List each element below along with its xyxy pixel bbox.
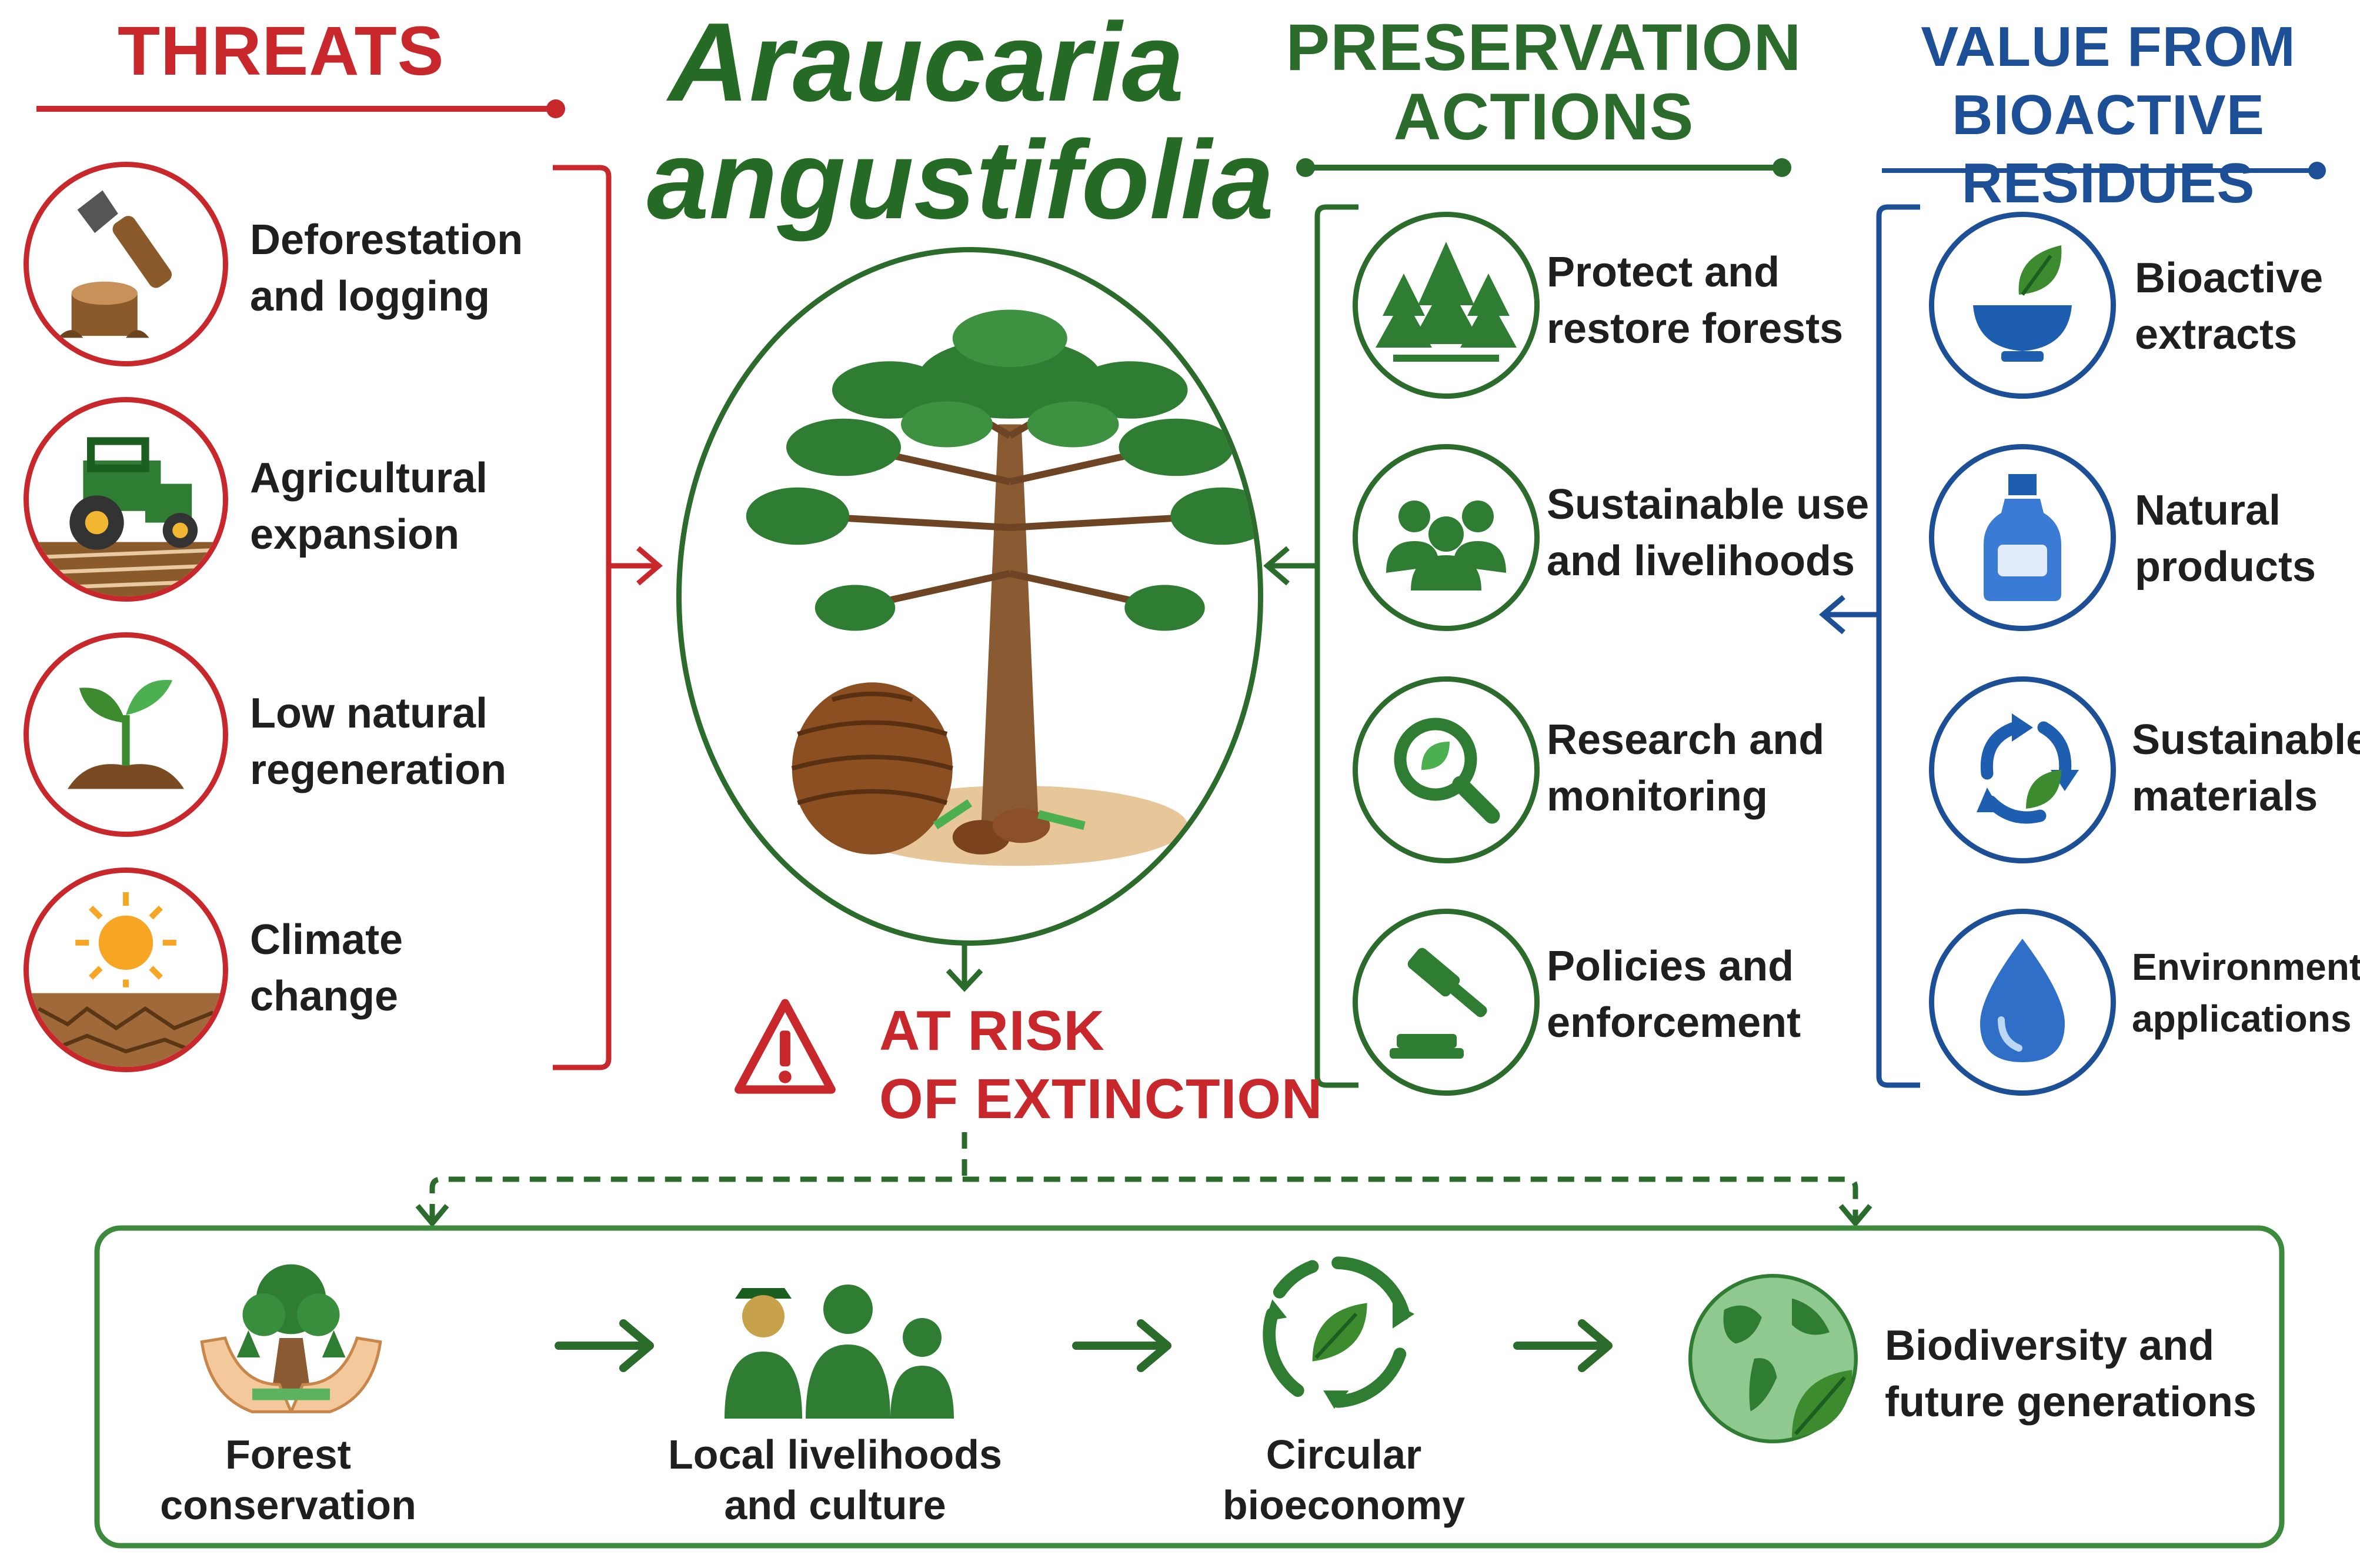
tree-illustration	[676, 247, 1263, 946]
sprout-icon	[24, 632, 228, 837]
bottle-icon	[1929, 444, 2116, 631]
people-icon	[1353, 444, 1540, 631]
community-icon	[717, 1253, 964, 1429]
globe-leaf-icon	[1679, 1265, 1867, 1453]
recycle-leaf-icon	[1929, 676, 2116, 863]
water-drop-icon	[1929, 909, 2116, 1096]
tractor-icon	[24, 397, 228, 602]
gavel-icon	[1353, 909, 1540, 1096]
trees-icon	[1353, 212, 1540, 399]
value-label-environmental: Environmentalapplications	[2132, 946, 2360, 1040]
magnifier-leaf-icon	[1353, 676, 1540, 863]
hands-tree-icon	[194, 1241, 388, 1435]
bowl-leaf-icon	[1929, 212, 2116, 399]
warning-icon	[732, 997, 838, 1097]
threats-heading: THREATS	[118, 12, 445, 90]
sun-dry-soil-icon	[24, 868, 228, 1072]
cycle-leaf-icon	[1247, 1241, 1429, 1423]
axe-stump-icon	[24, 162, 228, 366]
